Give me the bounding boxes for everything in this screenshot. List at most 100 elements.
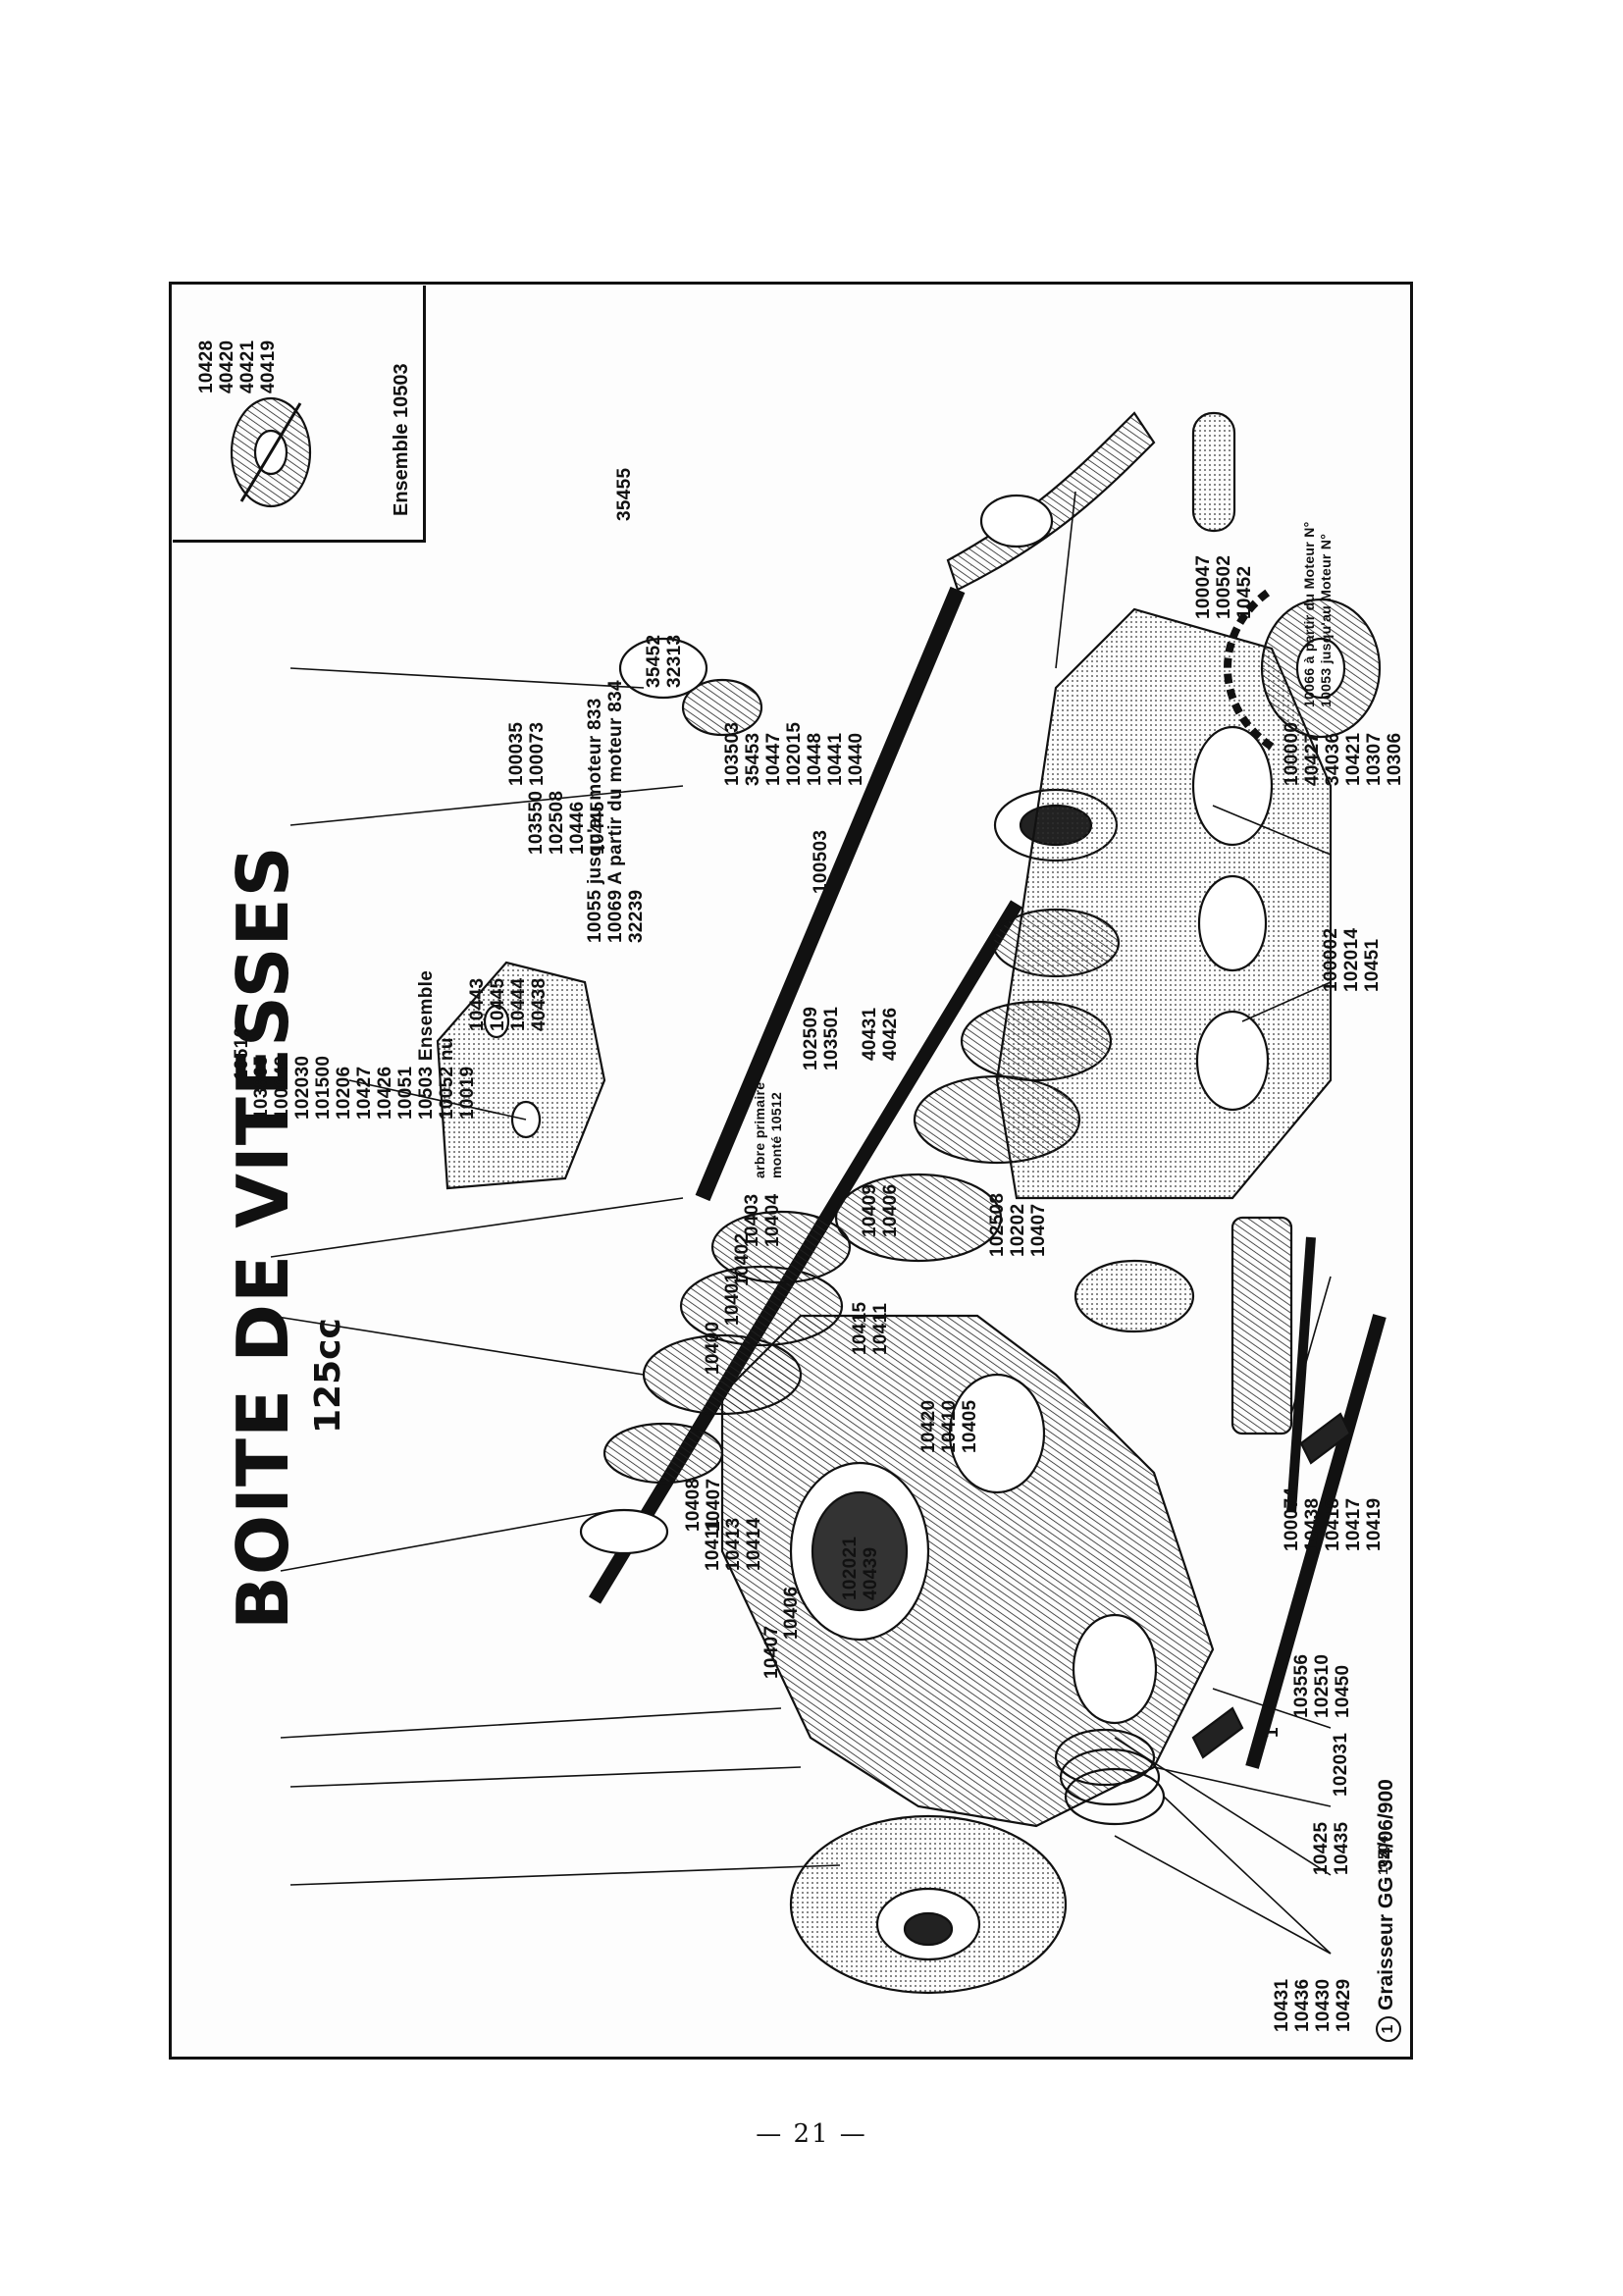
part-number: 40421: [237, 339, 258, 393]
callout-group: 100074 10438 10418 10417 10419: [1282, 1487, 1385, 1551]
part-number: 40426: [880, 1007, 901, 1061]
part-number: 102031: [1331, 1732, 1351, 1797]
cover-plate: [436, 961, 606, 1190]
part-number: 40427: [1302, 732, 1323, 786]
part-number: 102015: [784, 721, 805, 786]
part-number: 10426: [375, 1066, 395, 1120]
part-number: 40438: [529, 977, 550, 1031]
part-number: 10306: [1385, 732, 1405, 786]
part-number: 10417: [1343, 1497, 1364, 1551]
footnote-text: Graisseur GG 34/06/900: [1375, 1779, 1397, 2010]
part-number: 10409: [860, 1183, 880, 1237]
part-number: 102510: [1312, 1653, 1333, 1718]
part-number: 103556: [1291, 1653, 1312, 1718]
part-note: 10055 jusqu'au moteur 833: [585, 698, 605, 943]
part-number: 10410: [939, 1399, 960, 1453]
part-number: 10206: [334, 1066, 354, 1120]
part-number: 10444: [508, 977, 529, 1031]
part-number: 10400: [703, 1321, 723, 1375]
part-note: 10053 jusqu'au Moteur N°: [1318, 533, 1334, 707]
callout-group: 102031: [1331, 1733, 1351, 1797]
callout-group: 10516: [232, 1027, 252, 1080]
callout-group: 10407: [761, 1626, 782, 1679]
selector-drum: [1073, 1216, 1293, 1435]
part-number: 40439: [861, 1546, 881, 1600]
part-number: 100074: [1282, 1487, 1302, 1551]
part-number: 35453: [743, 732, 763, 786]
part-number: 10407: [704, 1478, 724, 1532]
callout-group: 102509 103501: [801, 1007, 842, 1070]
part-number: 10435: [1332, 1821, 1352, 1875]
kickstart-lever: [946, 411, 1236, 592]
part-number: 10307: [1364, 732, 1385, 786]
callout-group: 35452 32313: [644, 635, 685, 688]
part-note: monté 10512: [768, 1091, 784, 1178]
inset-part-labels: 10428 40420 40421 40419: [196, 340, 279, 393]
part-number: 10411: [870, 1302, 891, 1355]
part-number: 10431: [1272, 1978, 1292, 2032]
part-number: 10406: [781, 1586, 802, 1640]
callout-group: 10443 10445 10444 40438: [467, 978, 550, 1031]
inset-box: [173, 286, 426, 543]
exploded-view-sheet: BOITE DE VITESSES 125cc Ensemble 10503 1…: [173, 286, 1415, 2061]
inset-detail-drawing: [230, 396, 312, 508]
callout-group: 10066 à partir du Moteur N° 10053 jusqu'…: [1301, 521, 1335, 707]
part-number: 10440: [846, 732, 866, 786]
gearbox-exploded-drawing: [230, 396, 1387, 1995]
crankcase-left-half: [720, 1314, 1215, 1828]
part-number: 100002: [1321, 927, 1341, 992]
part-number: 100000: [1282, 721, 1302, 786]
part-number: 102014: [1341, 927, 1362, 992]
part-number: 10403: [742, 1193, 762, 1247]
part-number: 102030: [292, 1055, 313, 1120]
callout-group: 10403 10404: [742, 1194, 783, 1247]
part-number: 10425: [1311, 1821, 1332, 1875]
callout-group: 103556 102510 10450: [1291, 1654, 1353, 1718]
crankcase-right-half: [995, 607, 1333, 1200]
part-number: 10447: [763, 732, 784, 786]
callout-group: 10425 10435: [1311, 1822, 1352, 1875]
part-number: 10408: [683, 1478, 704, 1532]
part-number: 10414: [744, 1517, 764, 1571]
part-number: 10407: [1028, 1203, 1049, 1257]
part-number: 102021: [840, 1536, 861, 1600]
part-number: 10516: [232, 1026, 252, 1080]
part-number: 10202: [1008, 1203, 1028, 1257]
part-number: 10428: [196, 339, 217, 393]
part-number: 10421: [1343, 732, 1364, 786]
callout-group: 10420 10410 10405: [918, 1400, 980, 1453]
part-number: 100073: [527, 721, 548, 786]
callout-group: 100047 100502 10452: [1193, 555, 1255, 619]
part-number: 34036: [1323, 732, 1343, 786]
part-number: 102508: [987, 1192, 1008, 1257]
part-number: 10436: [1292, 1978, 1313, 2032]
callout-group: 102508 10202 10407: [987, 1193, 1049, 1257]
part-number: 10419: [1364, 1497, 1385, 1551]
callout-group: 100002 102014 10451: [1321, 928, 1383, 992]
part-note: 10066 à partir du Moteur N°: [1301, 521, 1317, 707]
part-number: 10438: [1302, 1497, 1323, 1551]
part-number: 10441: [825, 732, 846, 786]
part-number: 32313: [664, 634, 685, 688]
part-number: 40420: [217, 339, 237, 393]
part-number: 10429: [1334, 1978, 1354, 2032]
callout-group: 1: [1262, 1727, 1283, 1738]
callout-group: 35455: [614, 468, 635, 521]
part-number: 10413: [723, 1517, 744, 1571]
callout-group: 10406: [781, 1587, 802, 1640]
page-number: — 21 —: [756, 2119, 867, 2149]
diagram-frame: BOITE DE VITESSES 125cc Ensemble 10503 1…: [169, 282, 1413, 2060]
grease-nipple-footnote: 1Graisseur GG 34/06/900: [1375, 1779, 1401, 2042]
callout-group: 100503: [811, 830, 831, 894]
callout-group: 10409 10406: [860, 1184, 901, 1237]
part-number: 10503 Ensemble: [416, 969, 437, 1120]
drive-sprocket: [1224, 586, 1382, 751]
callout-group: 100000 40427 34036 10421 10307 10306: [1282, 722, 1405, 786]
part-number: 35452: [644, 634, 664, 688]
part-number: 103550: [526, 790, 547, 855]
part-number: 10443: [467, 977, 488, 1031]
part-number: 10448: [805, 732, 825, 786]
primary-shaft-assembly: [579, 900, 1022, 1604]
diagram-title: BOITE DE VITESSES: [222, 845, 304, 1630]
part-number: 10407: [761, 1625, 782, 1679]
